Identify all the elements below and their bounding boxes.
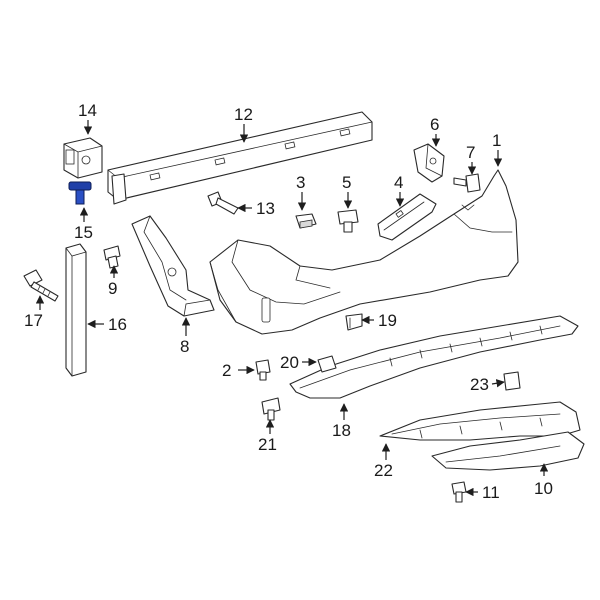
callout-21: 21 xyxy=(258,435,277,454)
callout-4: 4 xyxy=(394,173,403,192)
callout-9: 9 xyxy=(108,279,117,298)
callout-23: 23 xyxy=(470,375,489,394)
callout-6: 6 xyxy=(430,115,439,134)
callout-1: 1 xyxy=(492,131,501,150)
callout-14: 14 xyxy=(78,101,97,120)
callout-8: 8 xyxy=(180,337,189,356)
nut-3[interactable] xyxy=(295,213,317,229)
reinforcement-beam[interactable] xyxy=(107,111,373,205)
callout-12: 12 xyxy=(234,105,253,124)
callout-labels: 1 2 3 4 5 6 7 8 9 10 11 12 13 14 15 16 1… xyxy=(24,101,553,502)
lower-spoiler[interactable] xyxy=(289,315,579,399)
callout-22: 22 xyxy=(374,461,393,480)
side-garnish[interactable] xyxy=(65,243,87,377)
side-bracket[interactable] xyxy=(131,215,215,317)
skid-plate[interactable] xyxy=(431,431,585,471)
long-bolt[interactable] xyxy=(23,269,59,302)
callout-16: 16 xyxy=(108,315,127,334)
rivet-2[interactable] xyxy=(255,359,271,381)
fastener-11[interactable] xyxy=(451,481,467,503)
callout-2: 2 xyxy=(222,361,231,380)
bumper-cover[interactable] xyxy=(209,169,519,335)
bolt-7[interactable] xyxy=(453,173,481,193)
under-cover[interactable] xyxy=(379,401,581,441)
callout-15: 15 xyxy=(74,223,93,242)
callout-20: 20 xyxy=(280,353,299,372)
callout-7: 7 xyxy=(466,143,475,162)
callout-19: 19 xyxy=(378,311,397,330)
push-clip[interactable] xyxy=(103,245,121,269)
callout-18: 18 xyxy=(332,421,351,440)
highlighted-bolt[interactable] xyxy=(68,181,92,205)
callout-10: 10 xyxy=(534,479,553,498)
clip-23[interactable] xyxy=(503,371,521,391)
upper-bracket[interactable] xyxy=(413,143,445,183)
absorber-block[interactable] xyxy=(63,137,103,179)
side-retainer[interactable] xyxy=(377,193,437,241)
screw-5[interactable] xyxy=(337,209,359,233)
rivet-21[interactable] xyxy=(261,397,281,421)
leader-lines xyxy=(35,120,549,497)
callout-3: 3 xyxy=(296,173,305,192)
callout-13: 13 xyxy=(256,199,275,218)
callout-11: 11 xyxy=(482,483,500,502)
clip-19[interactable] xyxy=(345,313,363,331)
callout-5: 5 xyxy=(342,173,351,192)
bolt-13[interactable] xyxy=(207,191,239,215)
rivet-20[interactable] xyxy=(317,355,337,373)
callout-17: 17 xyxy=(24,311,43,330)
